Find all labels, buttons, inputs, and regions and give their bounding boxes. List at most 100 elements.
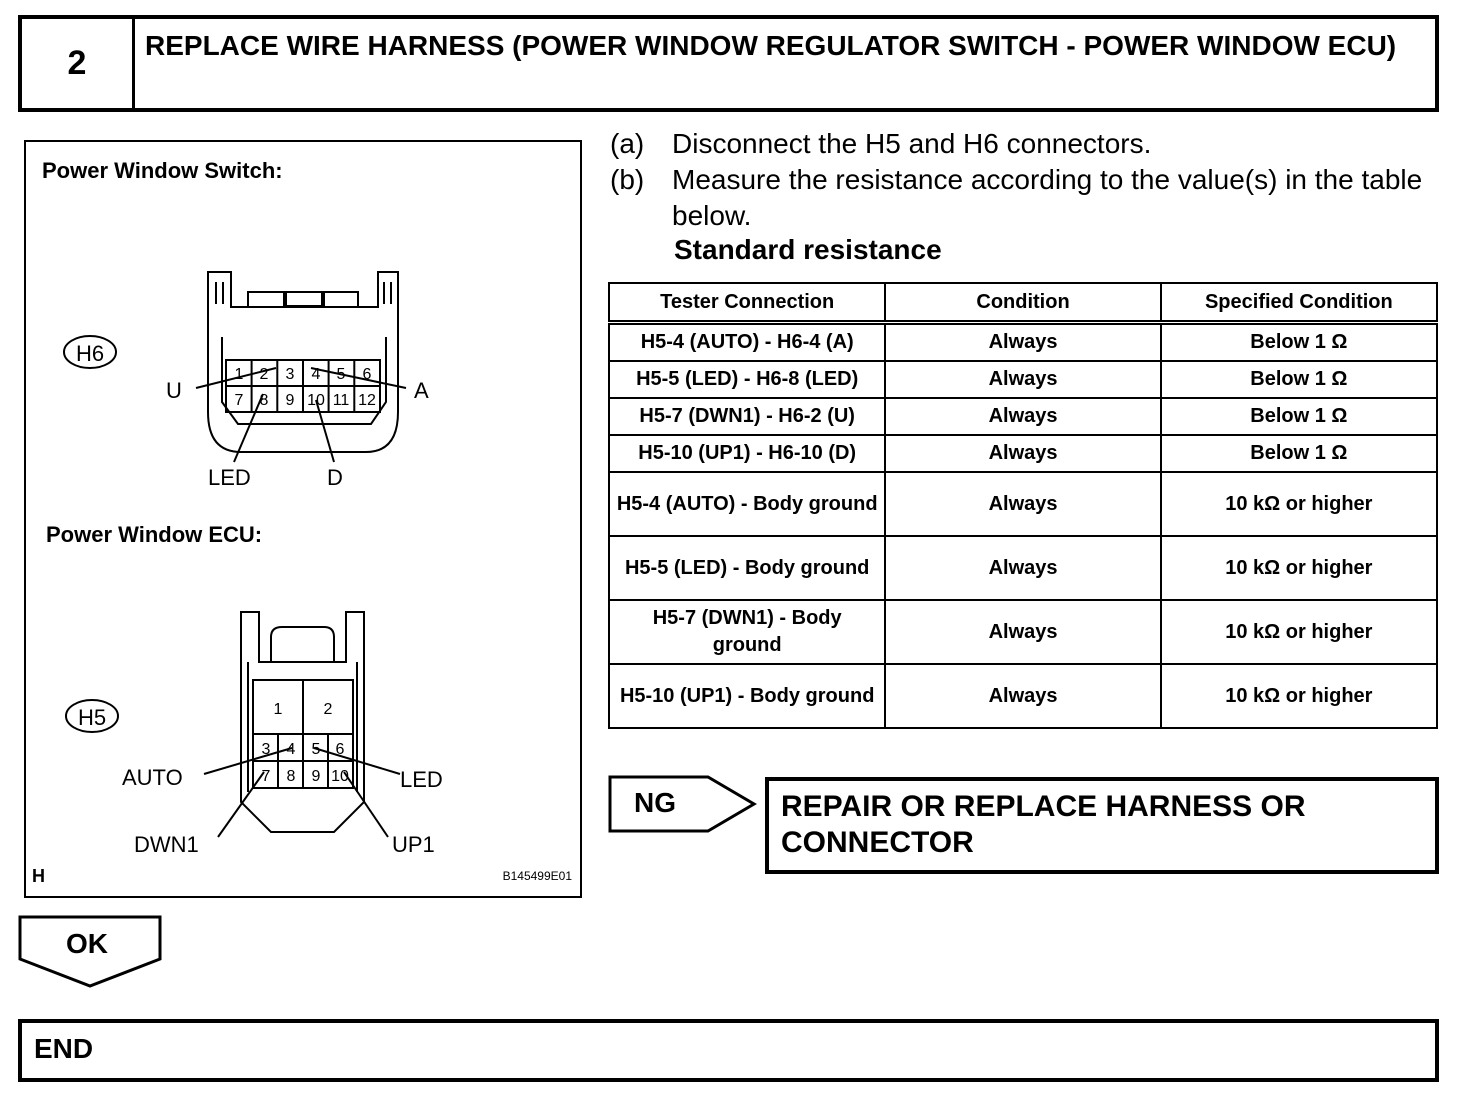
h5-label-up1: UP1: [392, 832, 435, 857]
ok-arrow-icon: [18, 915, 162, 988]
h5-pin: 8: [287, 768, 296, 785]
table-cell: 10 kΩ or higher: [1159, 599, 1439, 665]
h5-connector-body: [240, 611, 365, 833]
h5-pin: 5: [312, 741, 321, 758]
table-cell: Always: [884, 599, 1162, 665]
h6-pin: 9: [286, 392, 295, 409]
h5-inner-frame: [247, 662, 358, 792]
table-row: H5-7 (DWN1) - Body ground Always 10 kΩ o…: [607, 599, 1439, 665]
instruction-label: (a): [610, 128, 645, 159]
h6-connector-id: H6: [76, 341, 104, 366]
standard-resistance-heading: Standard resistance: [674, 234, 942, 265]
table-row: H5-10 (UP1) - H6-10 (D) Always Below 1 Ω: [607, 434, 1439, 473]
figure-code: B145499E01: [503, 869, 573, 883]
h6-led-leader: [233, 393, 264, 463]
table-cell: Below 1 Ω: [1159, 321, 1439, 362]
h5-pin: 6: [336, 741, 345, 758]
table-cell: 10 kΩ or higher: [1159, 535, 1439, 601]
table-cell: Below 1 Ω: [1159, 434, 1439, 473]
h6-id-circle: [63, 335, 117, 369]
table-cell: H5-10 (UP1) - H6-10 (D): [607, 434, 887, 473]
h6-d-leader: [315, 399, 335, 463]
table-cell: H5-7 (DWN1) - H6-2 (U): [607, 397, 887, 436]
h6-label-u: U: [166, 378, 182, 403]
h6-right-latch: [383, 282, 392, 304]
corner-mark: H: [32, 866, 45, 886]
table-cell: Always: [884, 321, 1162, 362]
table-row: H5-7 (DWN1) - H6-2 (U) Always Below 1 Ω: [607, 397, 1439, 436]
h6-inner-frame: [221, 337, 387, 425]
h5-label-auto: AUTO: [122, 765, 183, 790]
table-header: Specified Condition: [1159, 282, 1439, 324]
h5-pin-dividers: [253, 734, 353, 788]
h6-pin: 12: [358, 392, 376, 409]
h6-pin: 7: [235, 392, 244, 409]
table-cell: H5-10 (UP1) - Body ground: [607, 663, 887, 729]
resistance-table: Tester Connection Condition Specified Co…: [607, 282, 1439, 729]
h5-pin: 7: [262, 768, 271, 785]
h6-label-led: LED: [208, 465, 251, 490]
h5-auto-leader: [203, 747, 293, 775]
h5-connector-id: H5: [78, 705, 106, 730]
h6-connector-body: [207, 271, 399, 453]
h6-label-a: A: [414, 378, 429, 403]
table-header-row: Tester Connection Condition Specified Co…: [607, 282, 1439, 324]
table-header: Condition: [884, 282, 1162, 324]
table-cell: Always: [884, 471, 1162, 537]
instruction-label: (b): [610, 164, 645, 195]
table-cell: 10 kΩ or higher: [1159, 663, 1439, 729]
h6-pin: 3: [286, 366, 295, 383]
table-cell: H5-7 (DWN1) - Body ground: [607, 599, 887, 665]
h5-pin: 4: [287, 741, 296, 758]
ng-label: NG: [634, 787, 676, 818]
table-cell: Always: [884, 360, 1162, 399]
table-header: Tester Connection: [607, 282, 887, 324]
h6-label-d: D: [327, 465, 343, 490]
h5-pin: 9: [312, 768, 321, 785]
table-cell: Always: [884, 535, 1162, 601]
h5-pin: 10: [331, 768, 349, 785]
h6-pin: 4: [312, 366, 321, 383]
ng-action-text: REPAIR OR REPLACE HARNESS OR CONNECTOR: [781, 790, 1306, 859]
ng-arrow-icon: [608, 775, 757, 833]
step-number: 2: [22, 19, 135, 108]
h5-top-key: [270, 626, 335, 662]
h5-label-led: LED: [400, 767, 443, 792]
h6-pin: 8: [260, 392, 269, 409]
h6-pin: 6: [363, 366, 372, 383]
table-row: H5-4 (AUTO) - Body ground Always 10 kΩ o…: [607, 471, 1439, 537]
table-row: H5-4 (AUTO) - H6-4 (A) Always Below 1 Ω: [607, 321, 1439, 362]
table-row: H5-10 (UP1) - Body ground Always 10 kΩ o…: [607, 663, 1439, 729]
table-row: H5-5 (LED) - H6-8 (LED) Always Below 1 Ω: [607, 360, 1439, 399]
h5-pin: 2: [324, 701, 333, 718]
h5-pin: 3: [262, 741, 271, 758]
instruction-text: Disconnect the H5 and H6 connectors.: [672, 128, 1152, 159]
h5-dwn1-leader: [217, 771, 265, 838]
table-cell: H5-5 (LED) - Body ground: [607, 535, 887, 601]
step-header: 2 REPLACE WIRE HARNESS (POWER WINDOW REG…: [18, 15, 1439, 112]
table-cell: Always: [884, 397, 1162, 436]
end-box: END: [18, 1019, 1439, 1082]
instruction-text: Measure the resistance according to the …: [672, 164, 1423, 231]
switch-title: Power Window Switch:: [42, 158, 283, 183]
h5-up1-leader: [343, 771, 389, 838]
h6-key-block: [285, 291, 323, 307]
ng-action-box: REPAIR OR REPLACE HARNESS OR CONNECTOR: [765, 777, 1439, 874]
ok-label: OK: [66, 928, 108, 959]
h6-pin: 11: [333, 392, 350, 409]
h6-pin-dividers: [226, 360, 380, 412]
table-cell: Below 1 Ω: [1159, 360, 1439, 399]
h6-a-leader: [310, 367, 407, 389]
h6-pin: 10: [307, 392, 325, 409]
ecu-title: Power Window ECU:: [46, 522, 262, 547]
h6-pin: 1: [235, 366, 244, 383]
h5-pin: 1: [274, 701, 283, 718]
end-label: END: [34, 1033, 94, 1064]
h6-u-leader: [195, 367, 277, 389]
table-cell: H5-4 (AUTO) - H6-4 (A): [607, 321, 887, 362]
table-cell: Always: [884, 434, 1162, 473]
step-title: REPLACE WIRE HARNESS (POWER WINDOW REGUL…: [145, 30, 1397, 61]
h5-led-leader: [313, 747, 401, 775]
h6-pin: 5: [337, 366, 346, 383]
table-cell: H5-5 (LED) - H6-8 (LED): [607, 360, 887, 399]
